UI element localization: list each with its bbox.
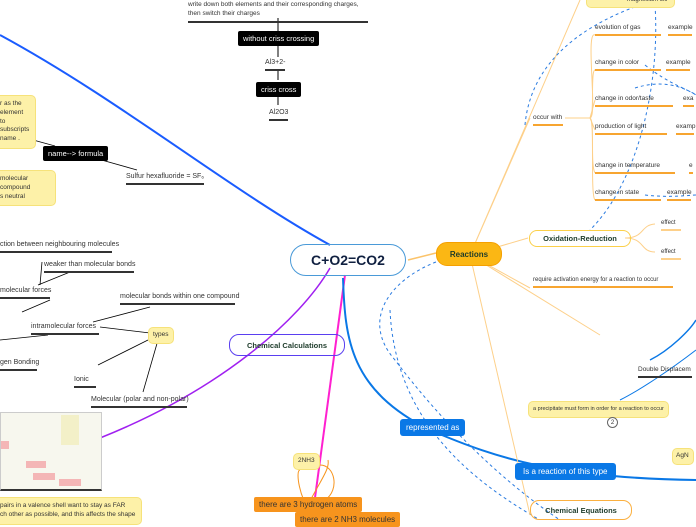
ionic-node[interactable]: Ionic	[74, 376, 96, 388]
sign-evolution-of-gas[interactable]: evolution of gas	[595, 24, 661, 36]
within-compound-node[interactable]: molecular bonds within one compound	[120, 293, 239, 305]
intermolecular-forces-node[interactable]: molecular forces	[0, 287, 51, 299]
shape-column	[61, 415, 79, 445]
vsepr-note[interactable]: pairs in a valence shell want to stay as…	[0, 497, 142, 525]
text-line: element to	[0, 108, 24, 125]
sign-change-in-odor-taste[interactable]: change in odor/taste	[595, 95, 673, 107]
central-topic[interactable]: C+O2=CO2	[290, 244, 406, 276]
molecular-node[interactable]: Molecular (polar and non-polar)	[91, 396, 189, 408]
types-node[interactable]: types	[148, 327, 174, 344]
agn-note[interactable]: AgN	[672, 448, 694, 465]
precipitate-note[interactable]: a precipitate must form in order for a r…	[528, 401, 669, 419]
arrow-mark	[1, 441, 9, 449]
sign-example[interactable]: e	[689, 162, 693, 174]
effect-node[interactable]: effect	[661, 220, 681, 231]
al-charges-node[interactable]: Al3+2-	[265, 59, 286, 71]
text-line: then switch their charges	[188, 10, 260, 18]
sign-production-of-light[interactable]: production of light	[595, 123, 667, 135]
nh3-node[interactable]: 2NH3	[293, 453, 320, 470]
sign-example[interactable]: exa	[683, 95, 694, 107]
reaction-type-node[interactable]: Is a reaction of this type	[515, 463, 616, 480]
hydrogen-atoms-node[interactable]: there are 3 hydrogen atoms	[254, 497, 363, 512]
name-to-formula-node[interactable]: name--> formula	[43, 146, 109, 161]
sign-example[interactable]: example	[668, 24, 693, 36]
weaker-node[interactable]: weaker than molecular bonds	[44, 261, 135, 273]
vsepr-shapes-image	[0, 412, 102, 491]
hydrogen-bonding-node[interactable]: gen Bonding	[0, 359, 39, 371]
chemical-calculations-topic[interactable]: Chemical Calculations	[229, 334, 345, 356]
double-displacement-node[interactable]: Double Displacem	[638, 366, 692, 378]
text-line: ch other as possible, and this affects t…	[0, 510, 136, 518]
without-criss-crossing-node[interactable]: without criss crossing	[238, 31, 320, 46]
magnesium-oxide-note[interactable]: magnesium oxi	[586, 0, 675, 9]
occur-with-node[interactable]: occur with	[533, 114, 563, 126]
arrow-mark	[33, 473, 55, 480]
al2o3-node[interactable]: Al2O3	[269, 109, 289, 121]
reactions-topic[interactable]: Reactions	[436, 242, 502, 266]
effect-node[interactable]: effect	[661, 249, 681, 260]
sign-change-in-temperature[interactable]: change in temperature	[595, 162, 675, 174]
sign-example[interactable]: examp	[676, 123, 696, 135]
text-line: name .	[0, 135, 20, 143]
count-badge[interactable]: 2	[607, 417, 618, 428]
text-line: write down both elements and their corre…	[188, 1, 359, 8]
attraction-node[interactable]: ction between neighbouring molecules	[0, 241, 119, 253]
arrow-mark	[59, 479, 81, 486]
sign-change-in-state[interactable]: change in state	[595, 189, 661, 201]
chemical-equations-topic[interactable]: Chemical Equations	[530, 500, 632, 520]
sulfur-hexafluoride-node[interactable]: Sulfur hexafluoride = SF₆	[126, 173, 205, 185]
text-line: r as the	[0, 100, 22, 107]
text-line: molecular compound	[0, 175, 31, 191]
arrow-mark	[26, 461, 46, 468]
intramolecular-forces-node[interactable]: intramolecular forces	[31, 323, 99, 335]
text-line: s neutral	[0, 192, 25, 200]
text-line: subscripts	[0, 126, 30, 134]
sign-example[interactable]: example	[666, 59, 691, 71]
represented-as-node[interactable]: represented as	[400, 419, 466, 436]
text-line: pairs in a valence shell want to stay as…	[0, 502, 126, 509]
activation-energy-node[interactable]: require activation energy for a reaction…	[533, 277, 673, 288]
write-down-text: write down both elements and their corre…	[188, 0, 368, 24]
sign-change-in-color[interactable]: change in color	[595, 59, 661, 71]
oxidation-reduction-topic[interactable]: Oxidation-Reduction	[529, 230, 631, 247]
sign-example[interactable]: example	[667, 189, 692, 201]
criss-cross-node[interactable]: criss cross	[256, 82, 302, 97]
